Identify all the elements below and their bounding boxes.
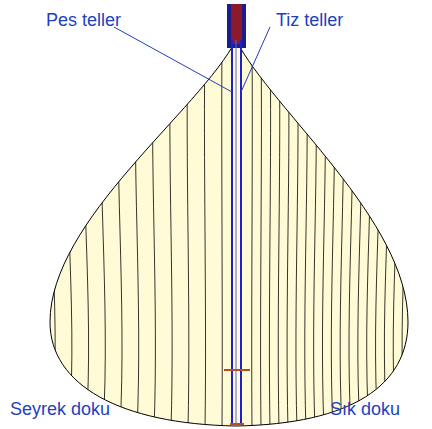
grain-line bbox=[269, 40, 270, 429]
grain-line bbox=[101, 40, 106, 429]
string bbox=[236, 40, 237, 424]
grain-line bbox=[305, 40, 307, 429]
grain-line bbox=[287, 40, 289, 429]
grain-line bbox=[331, 40, 334, 429]
wood-grain bbox=[49, 40, 408, 429]
grain-line bbox=[170, 40, 172, 429]
string bbox=[240, 40, 242, 424]
grain-line bbox=[384, 40, 389, 429]
string-label: Tiz teller bbox=[276, 11, 343, 29]
grain-line bbox=[66, 40, 72, 429]
leader-line bbox=[114, 27, 232, 92]
grain-label: Seyrek doku bbox=[10, 400, 110, 418]
soundboard bbox=[50, 40, 408, 426]
grain-label: Sık doku bbox=[330, 400, 400, 418]
grain-line bbox=[314, 40, 317, 429]
grain-line bbox=[358, 40, 362, 429]
grain-line bbox=[376, 40, 381, 429]
tailpiece bbox=[230, 423, 244, 425]
grain-line bbox=[187, 40, 189, 429]
grain-line bbox=[118, 40, 122, 429]
grain-line bbox=[367, 40, 372, 429]
grain-line bbox=[349, 40, 353, 429]
grain-line bbox=[221, 40, 222, 429]
grain-line bbox=[251, 40, 253, 429]
grain-line bbox=[49, 40, 55, 429]
grain-line bbox=[260, 40, 262, 429]
leader-line bbox=[241, 27, 270, 92]
grain-line bbox=[278, 40, 279, 429]
string-label: Pes teller bbox=[46, 11, 121, 29]
grain-line bbox=[340, 40, 344, 429]
grain-line bbox=[402, 40, 408, 429]
grain-line bbox=[83, 40, 88, 429]
grain-line bbox=[322, 40, 325, 429]
grain-line bbox=[393, 40, 399, 429]
grain-line bbox=[153, 40, 156, 429]
string bbox=[231, 40, 233, 424]
bridge bbox=[224, 369, 250, 371]
neck-inner bbox=[231, 4, 242, 44]
grain-line bbox=[204, 40, 205, 429]
grain-line bbox=[135, 40, 138, 429]
grain-line bbox=[296, 40, 298, 429]
